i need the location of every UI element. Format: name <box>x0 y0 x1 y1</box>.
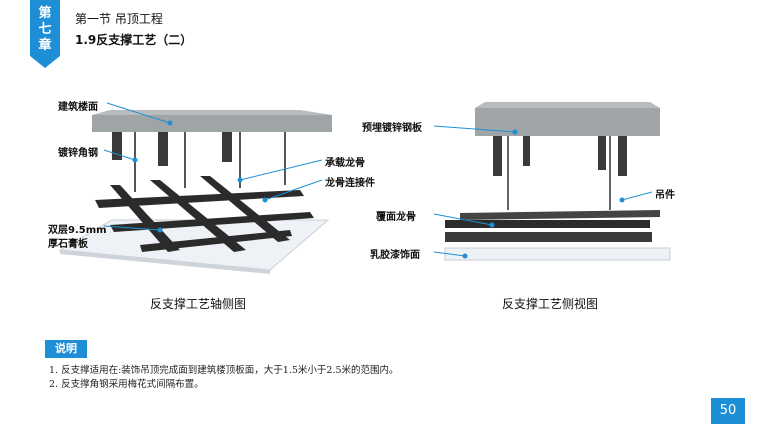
page-number: 50 <box>711 398 745 424</box>
label-embedded-plate: 预埋镀锌钢板 <box>362 123 422 134</box>
notes-tag: 说明 <box>45 340 87 358</box>
label-angle-steel: 镀锌角钢 <box>58 148 98 159</box>
chapter-badge: 第 七 章 <box>30 0 60 68</box>
chapter-char-2: 七 <box>38 22 52 37</box>
caption-right: 反支撑工艺侧视图 <box>502 297 599 311</box>
side-view-illustration <box>433 102 671 261</box>
chapter-char-3: 章 <box>38 38 52 53</box>
caption-left: 反支撑工艺轴侧图 <box>150 297 247 311</box>
note-line-1: 1. 反支撑适用在:装饰吊顶完成面到建筑楼顶板面，大于1.5米小于2.5米的范围… <box>49 365 399 376</box>
note-line-2: 2. 反支撑角钢采用梅花式间隔布置。 <box>49 379 204 390</box>
axonometric-illustration <box>58 102 332 274</box>
label-slab: 建筑楼面 <box>58 102 98 113</box>
subsection-title: 1.9反支撑工艺（二） <box>75 33 193 47</box>
section-title: 第一节 吊顶工程 <box>75 12 163 26</box>
label-latex-finish: 乳胶漆饰面 <box>370 250 420 261</box>
label-main-keel: 承载龙骨 <box>325 158 365 169</box>
label-connector: 龙骨连接件 <box>325 178 375 189</box>
label-gypsum-line2: 厚石膏板 <box>48 239 88 250</box>
label-hanger: 吊件 <box>655 190 675 201</box>
label-gypsum-line1: 双层9.5mm <box>48 225 107 236</box>
chapter-char-1: 第 <box>38 6 52 21</box>
label-cover-keel: 覆面龙骨 <box>376 212 416 223</box>
